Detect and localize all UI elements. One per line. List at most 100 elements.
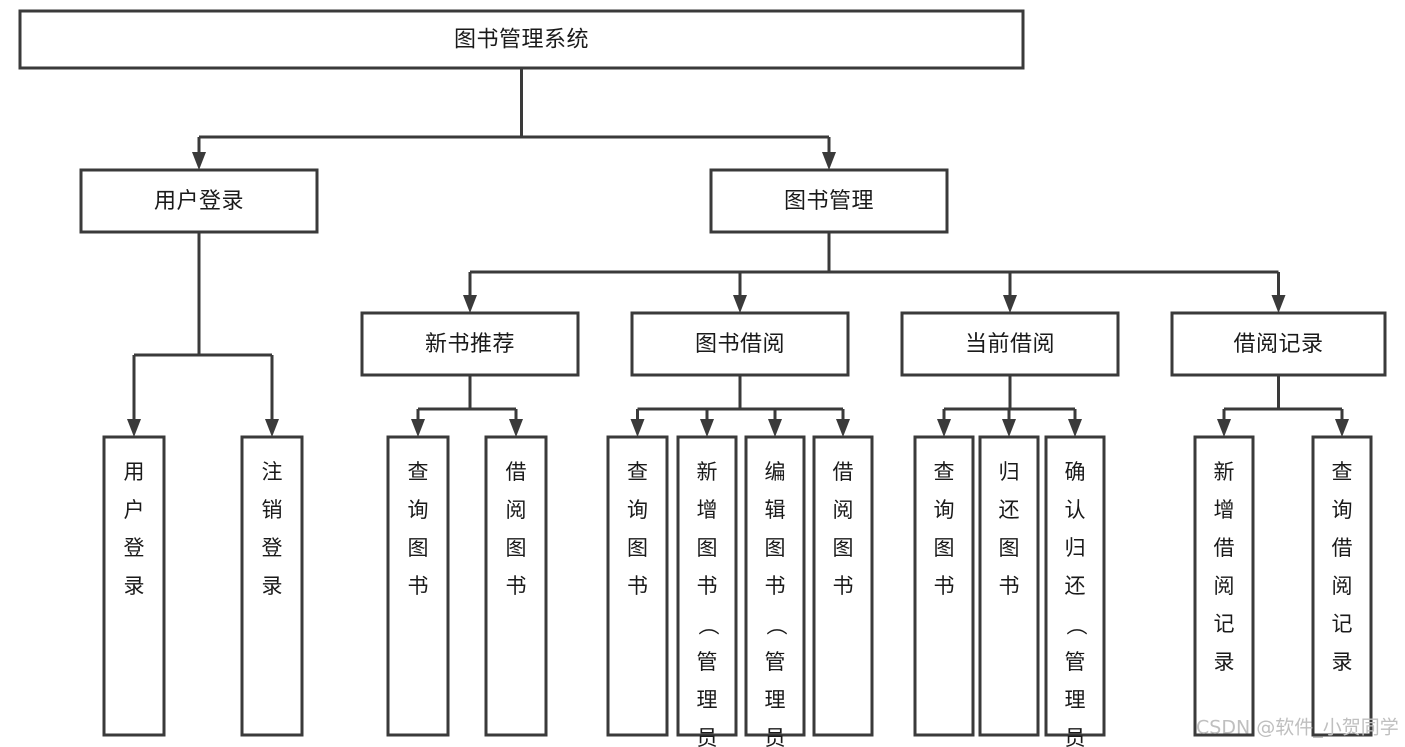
node-label-borrow-edit-book-char: 辑 xyxy=(765,498,786,522)
node-box-book-manage[interactable] xyxy=(709,168,949,234)
node-label-record-query-char: 查 xyxy=(1332,460,1353,484)
arrow-head-borrow-borrow-book xyxy=(836,419,850,437)
node-book-borrow[interactable]: 图书借阅 xyxy=(630,311,850,377)
node-box-borrow-query-book[interactable] xyxy=(606,435,669,737)
arrow-head-rec-query-book xyxy=(411,419,425,437)
node-label-borrow-add-book-char: 员 xyxy=(697,726,718,747)
node-label-borrow-add-book-char: 管 xyxy=(697,650,718,674)
node-label-record-add-char: 录 xyxy=(1214,650,1235,674)
node-label-borrow-edit-book-char: 书 xyxy=(765,574,786,598)
arrow-head-new-book-recommend xyxy=(463,295,477,313)
node-box-book-borrow[interactable] xyxy=(630,311,850,377)
node-borrow-record[interactable]: 借阅记录 xyxy=(1170,311,1387,377)
node-label-borrow-edit-book-char: 编 xyxy=(765,460,786,484)
arrow-head-book-manage xyxy=(822,152,836,170)
node-label-record-add-char: 新 xyxy=(1214,460,1235,484)
node-label-rec-borrow-book-char: 借 xyxy=(506,460,527,484)
node-label-new-book-recommend: 新书推荐 xyxy=(425,332,515,357)
node-box-borrow-borrow-book[interactable] xyxy=(812,435,874,737)
arrow-head-current-borrow xyxy=(1003,295,1017,313)
node-label-current-return-book-char: 书 xyxy=(999,574,1020,598)
node-box-user-logout[interactable] xyxy=(240,435,304,737)
node-label-current-confirm-return-char: 理 xyxy=(1065,688,1086,712)
node-label-record-query-char: 录 xyxy=(1332,650,1353,674)
node-label-current-query-book-char: 图 xyxy=(934,536,955,560)
node-label-borrow-query-book-char: 查 xyxy=(627,460,648,484)
node-user-login[interactable]: 用户登录 xyxy=(79,168,319,234)
node-label-record-add-char: 记 xyxy=(1214,612,1235,636)
node-label-current-query-book-char: 查 xyxy=(934,460,955,484)
node-label-record-add-char: 借 xyxy=(1214,536,1235,560)
node-book-manage[interactable]: 图书管理 xyxy=(709,168,949,234)
node-box-user-login-do[interactable] xyxy=(102,435,166,737)
node-label-borrow-query-book-char: 图 xyxy=(627,536,648,560)
node-label-current-return-book-char: 还 xyxy=(999,498,1020,522)
node-label-borrow-edit-book-char: 图 xyxy=(765,536,786,560)
node-box-rec-borrow-book[interactable] xyxy=(484,435,548,737)
node-box-current-query-book[interactable] xyxy=(913,435,975,737)
node-box-new-book-recommend[interactable] xyxy=(360,311,580,377)
node-label-user-login: 用户登录 xyxy=(154,189,244,214)
node-box-root[interactable] xyxy=(18,9,1025,70)
node-label-user-logout-char: 注 xyxy=(262,460,283,484)
node-label-current-borrow: 当前借阅 xyxy=(965,332,1055,357)
arrow-head-rec-borrow-book xyxy=(509,419,523,437)
node-label-rec-borrow-book-char: 图 xyxy=(506,536,527,560)
node-box-borrow-record[interactable] xyxy=(1170,311,1387,377)
node-label-borrow-borrow-book-char: 阅 xyxy=(833,498,854,522)
node-boxes-group: 图书管理系统用户登录图书管理用户登录注销登录新书推荐查询图书借阅图书图书借阅查询… xyxy=(18,9,1387,747)
node-label-record-query-char: 借 xyxy=(1332,536,1353,560)
node-box-rec-query-book[interactable] xyxy=(386,435,450,737)
node-label-rec-query-book-char: 查 xyxy=(408,460,429,484)
node-label-borrow-borrow-book-char: 图 xyxy=(833,536,854,560)
node-label-rec-query-book-char: 书 xyxy=(408,574,429,598)
csdn-watermark: CSDN @软件_小贺同学 xyxy=(1196,717,1399,739)
node-box-current-confirm-return[interactable] xyxy=(1044,435,1106,737)
node-label-current-confirm-return-char: 管 xyxy=(1065,650,1086,674)
node-box-record-add[interactable] xyxy=(1193,435,1255,737)
node-label-current-confirm-return-char: 还 xyxy=(1065,574,1086,598)
node-box-user-login[interactable] xyxy=(79,168,319,234)
node-box-borrow-add-book[interactable] xyxy=(676,435,738,737)
arrow-head-current-confirm-return xyxy=(1068,419,1082,437)
arrow-head-record-query xyxy=(1335,419,1349,437)
node-current-borrow[interactable]: 当前借阅 xyxy=(900,311,1120,377)
node-label-current-confirm-return-char: 确 xyxy=(1065,460,1086,484)
node-box-borrow-edit-book[interactable] xyxy=(744,435,806,737)
node-new-book-recommend[interactable]: 新书推荐 xyxy=(360,311,580,377)
arrow-head-borrow-add-book xyxy=(700,419,714,437)
node-label-current-confirm-return-char: 归 xyxy=(1065,536,1086,560)
node-label-borrow-borrow-book-char: 借 xyxy=(833,460,854,484)
arrow-head-borrow-query-book xyxy=(630,419,645,437)
node-root[interactable]: 图书管理系统 xyxy=(18,9,1025,70)
node-box-current-return-book[interactable] xyxy=(978,435,1040,737)
node-label-current-confirm-return-char: （ xyxy=(1064,615,1088,636)
node-label-borrow-edit-book-char: 员 xyxy=(765,726,786,747)
node-label-borrow-query-book-char: 询 xyxy=(627,498,648,522)
node-label-current-confirm-return-char: 员 xyxy=(1065,726,1086,747)
node-user-login-do[interactable]: 用户登录 xyxy=(102,435,166,737)
node-label-current-query-book-char: 书 xyxy=(934,574,955,598)
arrow-head-record-add xyxy=(1217,419,1231,437)
node-label-borrow-add-book-char: 书 xyxy=(697,574,718,598)
node-box-current-borrow[interactable] xyxy=(900,311,1120,377)
node-label-record-query-char: 记 xyxy=(1332,612,1353,636)
node-label-user-logout-char: 销 xyxy=(262,498,283,522)
node-label-user-logout-char: 登 xyxy=(262,536,283,560)
node-box-record-query[interactable] xyxy=(1311,435,1373,737)
node-label-record-add-char: 增 xyxy=(1214,498,1235,522)
node-label-borrow-add-book-char: （ xyxy=(696,615,720,636)
